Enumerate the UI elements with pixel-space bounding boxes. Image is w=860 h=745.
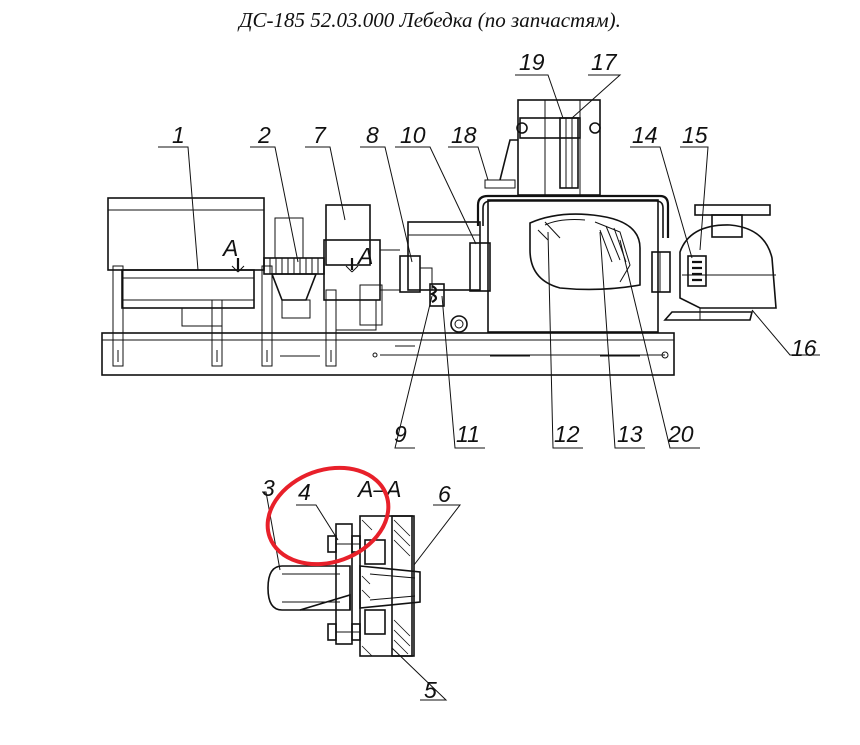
shaft xyxy=(282,565,351,611)
frame-legs xyxy=(112,265,337,367)
electric-motor xyxy=(107,197,265,327)
callout-15: 15 xyxy=(682,122,708,148)
leader-6 xyxy=(413,504,462,566)
callout-8: 8 xyxy=(366,122,379,148)
leader-5 xyxy=(391,647,448,701)
hub-drum xyxy=(359,515,421,657)
gearbox xyxy=(323,204,400,331)
brake-unit xyxy=(663,204,777,321)
callout-10: 10 xyxy=(400,122,426,148)
drawing-title: ДС-185 52.03.000 Лебедка (по запчастям). xyxy=(239,8,621,32)
callout-5: 5 xyxy=(424,677,437,703)
sheave-column xyxy=(484,99,601,196)
section-marker-right: A xyxy=(345,243,373,273)
callout-3: 3 xyxy=(262,475,275,501)
callout-12: 12 xyxy=(554,421,580,447)
base-frame xyxy=(101,332,675,376)
winch-drum xyxy=(476,194,671,333)
callout-9: 9 xyxy=(394,421,407,447)
section-letter-right: A xyxy=(356,243,373,269)
section-marker-left: A xyxy=(221,235,245,273)
callout-17: 17 xyxy=(591,49,618,75)
section-a-a-view: A–A xyxy=(262,465,462,703)
callout-13: 13 xyxy=(617,421,643,447)
callout-1: 1 xyxy=(172,122,185,148)
coupling-brake xyxy=(263,217,325,319)
callout-2: 2 xyxy=(257,122,271,148)
callout-14: 14 xyxy=(632,122,658,148)
callout-20: 20 xyxy=(667,421,694,447)
callout-11: 11 xyxy=(456,421,480,447)
leader-3 xyxy=(262,491,281,571)
callout-6: 6 xyxy=(438,481,451,507)
intermediate-shaft xyxy=(399,221,491,333)
callout-leaders xyxy=(158,74,820,449)
callout-16: 16 xyxy=(791,335,817,361)
main-assembly-view: A A xyxy=(101,49,820,449)
flange-coupling xyxy=(327,523,361,645)
leader-4 xyxy=(296,504,339,541)
highlight-ellipse xyxy=(265,465,391,567)
section-letter-left: A xyxy=(221,235,238,261)
callout-18: 18 xyxy=(451,122,477,148)
callout-4: 4 xyxy=(298,479,311,505)
callout-19: 19 xyxy=(519,49,545,75)
callout-7: 7 xyxy=(313,122,327,148)
